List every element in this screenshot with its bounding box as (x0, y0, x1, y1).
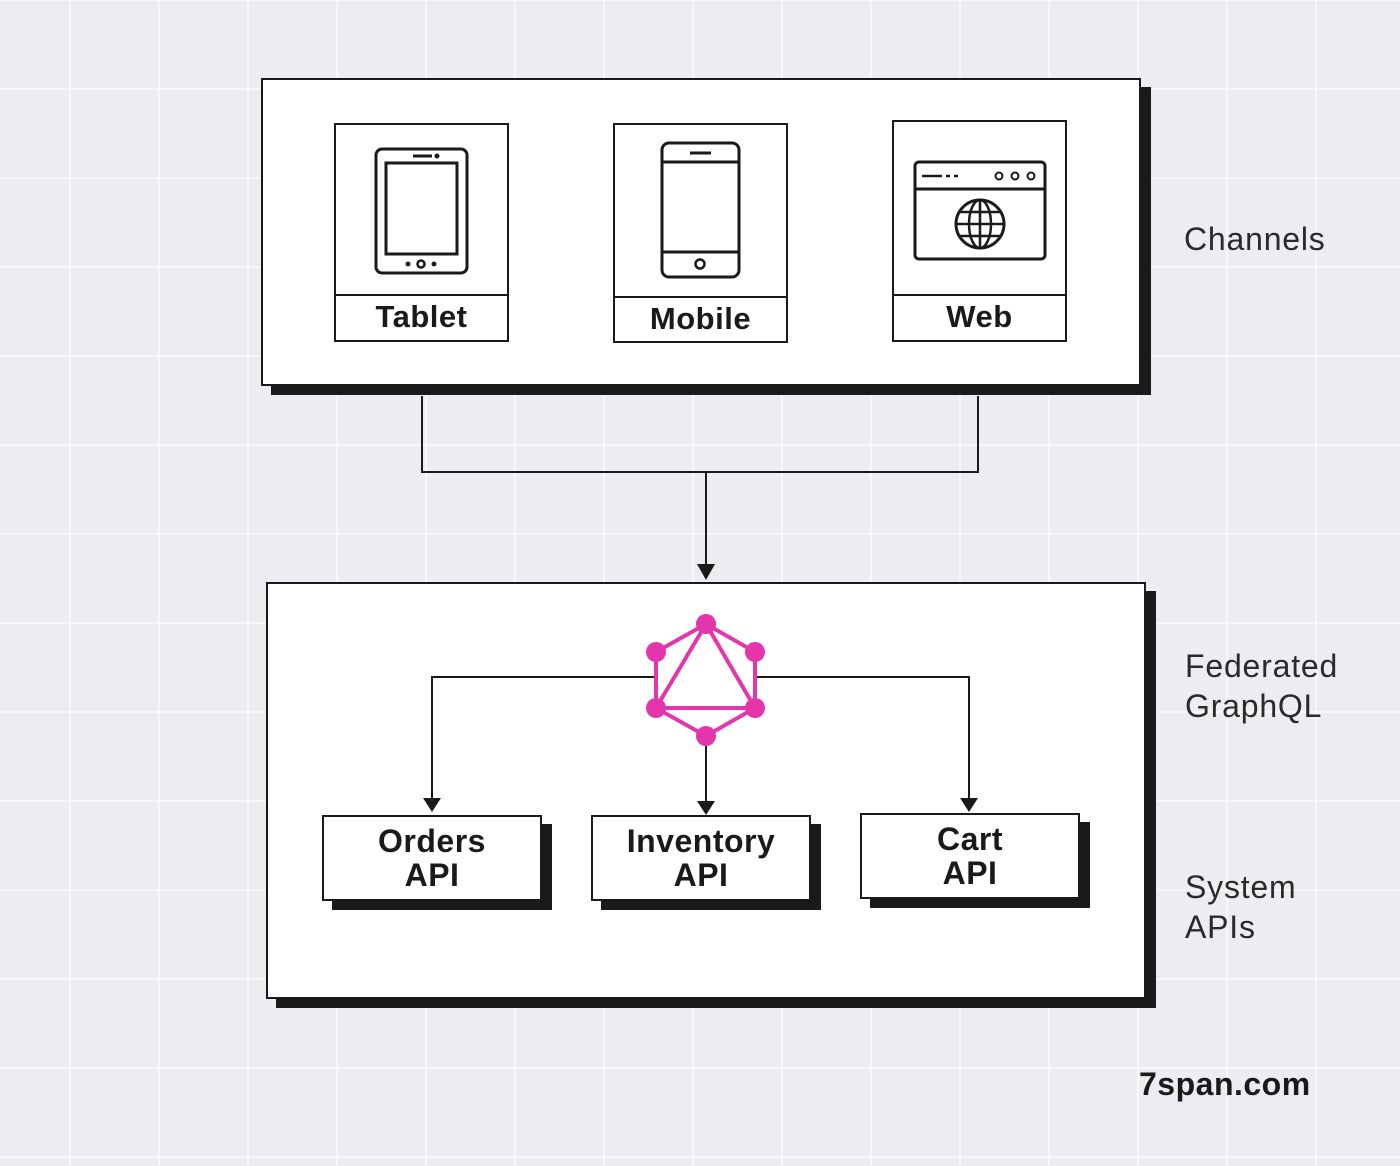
channel-label-tablet: Tablet (375, 299, 468, 334)
cart-api-line1: Cart (936, 821, 1003, 857)
arrow-to-graphql (697, 564, 715, 580)
orders-api-box: Orders API (322, 815, 542, 901)
graphql-to-apis-connectors (431, 676, 970, 802)
channel-label-mobile: Mobile (649, 301, 752, 336)
channels-connector (421, 396, 979, 578)
channels-layer-label: Channels (1184, 219, 1326, 259)
arrow-to-cart (960, 798, 978, 812)
graphql-logo-icon (646, 614, 765, 746)
web-browser-icon (913, 160, 1047, 261)
federated-graphql-layer-label: Federated GraphQL (1185, 646, 1338, 726)
tablet-icon (374, 147, 469, 275)
arrow-to-inventory (697, 801, 715, 815)
cart-api-line2: API (942, 855, 998, 891)
federated-label-line2: GraphQL (1185, 688, 1323, 724)
channel-card-tablet: Tablet (334, 123, 509, 342)
mobile-icon (660, 141, 741, 279)
inventory-api-box: Inventory API (591, 815, 811, 901)
inventory-api-line1: Inventory (626, 823, 776, 859)
channel-card-mobile: Mobile (613, 123, 788, 343)
inventory-api-line2: API (673, 857, 729, 893)
channels-label-text: Channels (1184, 221, 1326, 257)
brand-watermark: 7span.com (1139, 1066, 1311, 1102)
system-label-line2: APIs (1185, 909, 1256, 945)
orders-api-line1: Orders (378, 823, 486, 859)
system-label-line1: System (1185, 869, 1297, 905)
arrow-to-orders (423, 798, 441, 812)
cart-api-box: Cart API (860, 813, 1080, 899)
channel-label-web: Web (946, 299, 1013, 334)
system-apis-layer-label: System APIs (1185, 867, 1297, 947)
orders-api-line2: API (404, 857, 460, 893)
federated-label-line1: Federated (1185, 648, 1339, 684)
